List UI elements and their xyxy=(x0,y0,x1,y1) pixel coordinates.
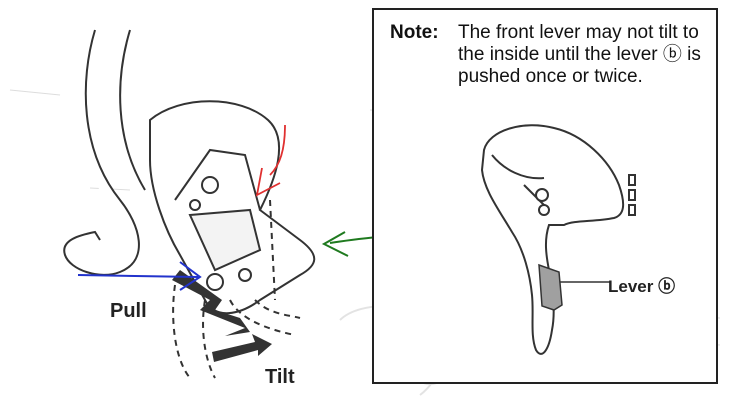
lever-body-drawing xyxy=(149,100,316,315)
note-body: The front lever may not tilt to the insi… xyxy=(458,22,701,87)
pull-label: Pull xyxy=(110,300,147,322)
blue-annotation-arrow xyxy=(77,261,202,291)
tilt-label: Tilt xyxy=(265,366,295,388)
red-annotation-mark xyxy=(255,124,286,197)
lever-detail-drawing xyxy=(480,124,636,355)
lever-b-label: Lever ⓑ xyxy=(608,277,676,296)
handlebar-drawing xyxy=(63,29,146,276)
tilt-arrow xyxy=(212,334,272,362)
note-box: Note: The front lever may not tilt to th… xyxy=(372,8,718,384)
note-label: Note: xyxy=(390,22,439,43)
pull-arrow xyxy=(172,270,250,336)
lever-b-shaded xyxy=(538,263,563,311)
lever-ghost-dashed xyxy=(172,199,301,379)
